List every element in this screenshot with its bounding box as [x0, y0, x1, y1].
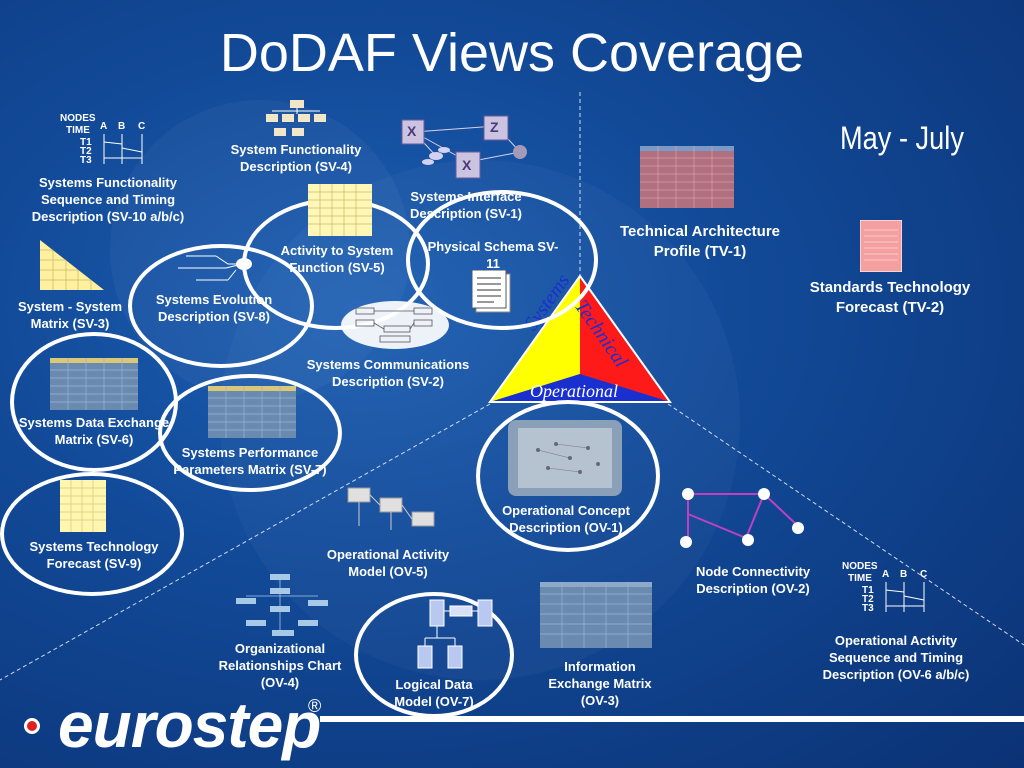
ov7-label: Logical Data Model (OV-7): [394, 677, 474, 709]
timing-nodes-label: NODES: [842, 561, 878, 572]
timing-time-label: TIME: [66, 125, 90, 136]
ov6-label: Operational Activity Sequence and Timing…: [822, 633, 970, 682]
org-chart-icon: [236, 574, 328, 636]
timing-row-t3: T3: [80, 155, 92, 166]
timing-grid-icon: [103, 134, 143, 164]
sv4-label: System Functionality Description (SV-4): [230, 142, 362, 174]
ov3-matrix-icon: [540, 582, 652, 648]
timing-grid-icon: [885, 582, 925, 612]
timing-col-b: B: [900, 569, 908, 580]
highlight-ring-sv8: [128, 244, 314, 368]
timing-col-a: A: [100, 121, 108, 132]
sv7-label: Systems Performance Parameters Matrix (S…: [173, 445, 327, 477]
node-connectivity-icon: [680, 488, 804, 548]
tv2-forecast-icon: [860, 220, 902, 272]
logical-data-model-icon: [417, 599, 493, 669]
timing-row-t3: T3: [862, 603, 874, 614]
sv7-matrix-icon: [208, 386, 296, 438]
timing-col-c: C: [920, 569, 928, 580]
highlight-ring-ov1: [476, 400, 660, 552]
sv3-matrix-icon: [40, 240, 104, 290]
triangle-operational-label: Operational: [530, 381, 618, 401]
timing-col-b: B: [118, 121, 126, 132]
sv8-label: Systems Evolution Description (SV-8): [155, 292, 273, 324]
ov5-label: Operational Activity Model (OV-5): [326, 547, 450, 579]
ov2-label: Node Connectivity Description (OV-2): [695, 564, 811, 596]
timing-col-a: A: [882, 569, 890, 580]
sv2-label: Systems Communications Description (SV-2…: [306, 357, 470, 389]
sv10-timing-thumbnail: NODES TIME A B C T1 T2 T3: [60, 113, 150, 166]
systems-evolution-icon: [178, 255, 252, 281]
timing-nodes-label: NODES: [60, 113, 96, 124]
svg-text:Z: Z: [490, 119, 499, 135]
ov6-timing-thumbnail: NODES TIME A B C T1 T2 T3: [842, 561, 932, 614]
ov1-label: Operational Concept Description (OV-1): [502, 503, 630, 535]
physical-schema-doc-icon: [472, 270, 511, 313]
sv3-label: System - System Matrix (SV-3): [17, 299, 123, 331]
timing-col-c: C: [138, 121, 146, 132]
highlight-ring-sv9: [0, 472, 184, 596]
functional-hierarchy-icon: [266, 100, 326, 136]
sv9-label: Systems Technology Forecast (SV-9): [29, 539, 159, 571]
tv1-matrix-icon: [640, 146, 734, 208]
brand-dot-icon: [24, 718, 40, 734]
sv5-matrix-icon: [308, 184, 372, 236]
sv6-label: Systems Data Exchange Matrix (SV-6): [18, 415, 170, 447]
page-title: DoDAF Views Coverage: [219, 23, 805, 83]
tv2-label: Standards Technology Forecast (TV-2): [809, 279, 971, 316]
timing-row-t1: T1: [80, 137, 92, 148]
systems-communications-icon: [341, 301, 449, 349]
timing-row-t2: T2: [80, 146, 92, 157]
brand-logo: eurostep: [58, 689, 321, 761]
timing-row-t1: T1: [862, 585, 874, 596]
brand-registered-mark: ®: [308, 696, 322, 716]
sv6-matrix-icon: [50, 358, 138, 410]
timing-row-t2: T2: [862, 594, 874, 605]
systems-interface-icon: X Z X: [401, 115, 527, 179]
sv5-label: Activity to System Function (SV-5): [280, 243, 394, 275]
sv1-label: Systems Interface Description (SV-1): [410, 189, 522, 221]
timing-time-label: TIME: [848, 573, 872, 584]
highlight-ring-sv7: [158, 374, 342, 492]
sv10-label: Systems Functionality Sequence and Timin…: [31, 175, 185, 224]
ov4-label: Organizational Relationships Chart (OV-4…: [218, 641, 342, 690]
date-range: May - July: [840, 120, 964, 156]
sv9-forecast-icon: [60, 480, 106, 532]
operational-concept-image: [508, 420, 622, 496]
tv1-label: Technical Architecture Profile (TV-1): [619, 223, 781, 260]
highlight-ring-sv11: [406, 190, 598, 330]
sv11-label: Physical Schema SV-11: [427, 239, 559, 271]
svg-text:X: X: [407, 123, 417, 139]
highlight-ring-ov7: [354, 592, 514, 718]
operational-activity-model-icon: [347, 487, 435, 530]
ov3-label: Information Exchange Matrix (OV-3): [548, 659, 652, 708]
svg-text:X: X: [462, 157, 472, 173]
